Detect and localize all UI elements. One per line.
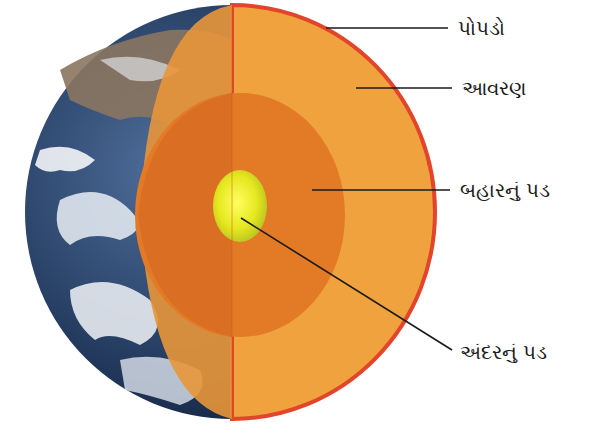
inner-core-label: અંદરનું પડ [460,340,547,364]
leader-lines [241,28,452,350]
crust-label: પોપડો [458,16,505,40]
globe-surface [25,5,232,419]
outer-core [135,93,345,337]
inner-core [213,170,267,242]
outer-core-label: બહારનું પડ [460,178,550,202]
mantle-label: આવરણ [462,76,526,100]
